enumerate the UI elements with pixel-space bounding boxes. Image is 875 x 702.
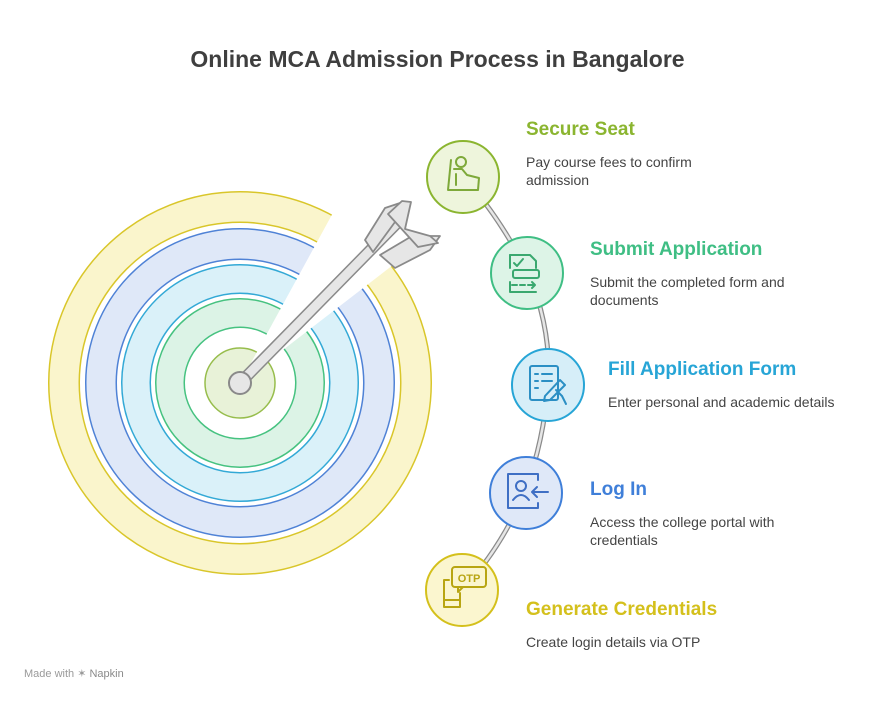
- arrow: [228, 200, 441, 395]
- step-desc-secure-seat: Pay course fees to confirm admission: [526, 154, 692, 188]
- car-seat-icon: [447, 156, 480, 191]
- otp-label: OTP: [458, 573, 481, 585]
- step-title-fill-application-form: Fill Application Form: [608, 359, 797, 380]
- footer: Made with ✶ Napkin: [24, 667, 124, 680]
- step-title-generate-credentials: Generate Credentials: [526, 599, 718, 620]
- otp-icon: [443, 566, 487, 608]
- node-fill-application-form: [511, 348, 585, 422]
- napkin-logo-icon: ✶: [77, 668, 87, 680]
- step-desc-fill-application-form: Enter personal and academic details: [608, 394, 835, 410]
- footer-brand: Napkin: [89, 668, 124, 680]
- node-generate-credentials: OTP: [425, 553, 499, 627]
- node-log-in: [489, 456, 563, 530]
- node-secure-seat: [426, 140, 500, 214]
- step-title-secure-seat: Secure Seat: [526, 119, 635, 140]
- step-title-log-in: Log In: [590, 479, 647, 500]
- login-icon: [507, 473, 549, 509]
- form-submit-icon: [509, 254, 540, 293]
- step-title-submit-application: Submit Application: [590, 239, 763, 260]
- step-desc-log-in: Access the college portal with credentia…: [590, 514, 775, 548]
- node-submit-application: [490, 236, 564, 310]
- step-desc-generate-credentials: Create login details via OTP: [526, 634, 701, 650]
- footer-prefix: Made with: [24, 668, 75, 680]
- arrow-tip: [228, 371, 252, 395]
- page-title: Online MCA Admission Process in Bangalor…: [190, 46, 685, 72]
- form-pen-icon: [529, 365, 567, 405]
- step-desc-submit-application: Submit the completed form and documents: [590, 274, 785, 308]
